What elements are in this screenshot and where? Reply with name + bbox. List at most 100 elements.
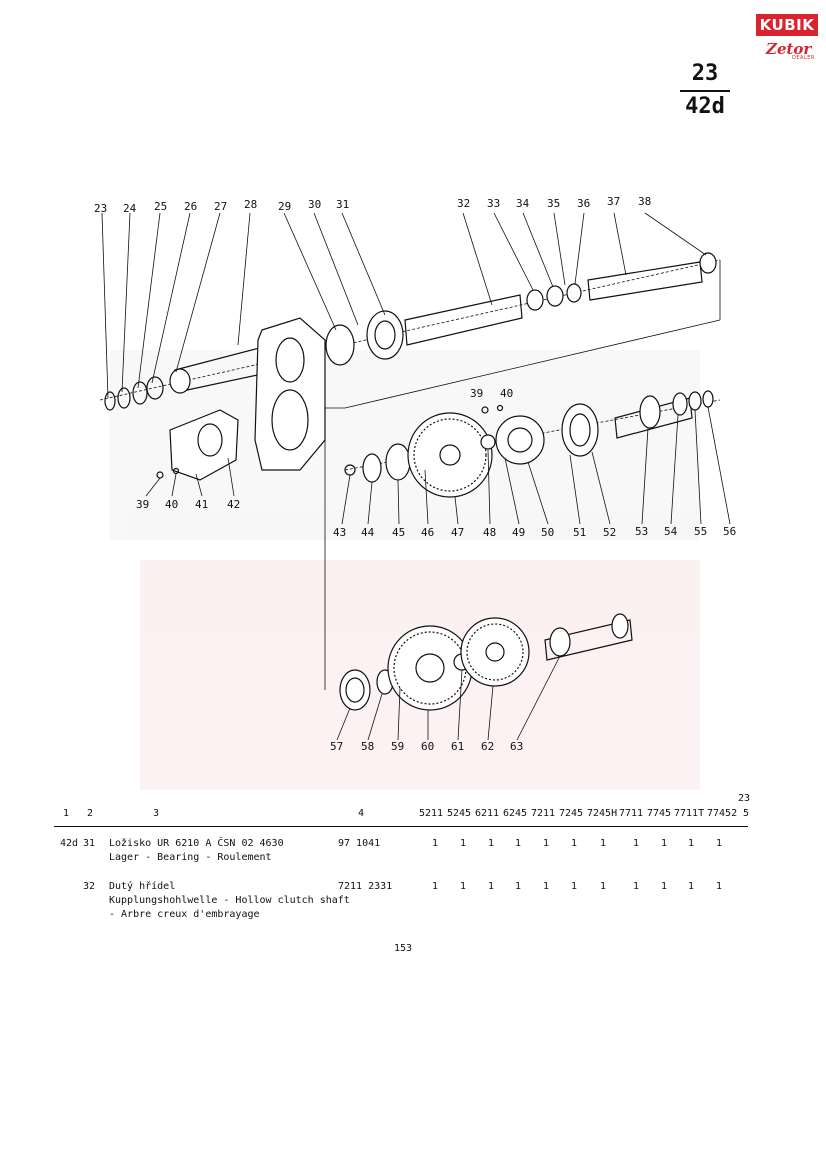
row-position: 32 <box>83 881 96 892</box>
callout-25: 25 <box>154 200 167 213</box>
callout-26: 26 <box>184 200 197 213</box>
callout-40-right: 40 <box>500 387 513 400</box>
qty-5211: 1 <box>432 838 439 849</box>
qty-6211: 1 <box>488 881 495 892</box>
callout-55: 55 <box>694 525 707 538</box>
page-number: 153 <box>394 943 413 954</box>
qty-7211: 1 <box>543 881 550 892</box>
model-7245H: 7245H <box>587 808 618 819</box>
row-desc-line-3: - Arbre creux d'embrayage <box>109 909 260 920</box>
col-header-4: 4 <box>358 808 365 819</box>
group-divider <box>680 90 730 92</box>
kubik-zetor-logo: KUBIK Zetor DEALER <box>756 14 818 64</box>
callout-33: 33 <box>487 197 500 210</box>
row-desc-line-2: Kupplungshohlwelle - Hollow clutch shaft <box>109 895 350 906</box>
model-6245: 6245 <box>503 808 528 819</box>
callout-47: 47 <box>451 526 464 539</box>
qty-6245: 1 <box>515 881 522 892</box>
row-part-number: 97 1041 <box>338 838 381 849</box>
callout-46: 46 <box>421 526 434 539</box>
callout-52: 52 <box>603 526 616 539</box>
callout-23: 23 <box>94 202 107 215</box>
leader-lines <box>101 212 731 741</box>
lower-gear-assembly <box>324 260 721 711</box>
logo-kubik-text: KUBIK <box>756 14 818 36</box>
left-cover-plate <box>156 409 239 481</box>
callout-39-right: 39 <box>470 387 483 400</box>
col-header-3: 3 <box>153 808 160 819</box>
model-5245: 5245 <box>447 808 472 819</box>
qty-5211: 1 <box>432 881 439 892</box>
middle-gear-assembly <box>344 390 721 498</box>
callout-39-left: 39 <box>136 498 149 511</box>
callout-49: 49 <box>512 526 525 539</box>
col-header-5: 5 <box>743 808 750 819</box>
callout-40-left: 40 <box>165 498 178 511</box>
model-7245: 7245 <box>559 808 584 819</box>
qty-7711: 1 <box>633 881 640 892</box>
row-position: 31 <box>83 838 96 849</box>
callout-42: 42 <box>227 498 240 511</box>
exploded-parts-diagram: 23 24 25 26 27 28 29 30 31 32 33 34 35 3… <box>94 195 736 790</box>
callout-36: 36 <box>577 197 590 210</box>
callout-28: 28 <box>244 198 257 211</box>
qty-7245H: 1 <box>600 838 607 849</box>
row-desc-line-1: Dutý hřídel <box>109 881 176 892</box>
callout-44: 44 <box>361 526 375 539</box>
callout-59: 59 <box>391 740 404 753</box>
table-row: 32 Dutý hřídel Kupplungshohlwelle - Holl… <box>0 881 826 925</box>
callout-54: 54 <box>664 525 678 538</box>
qty-6245: 1 <box>515 838 522 849</box>
zetor-watermark <box>110 350 700 790</box>
qty-7245H: 1 <box>600 881 607 892</box>
col-header-2: 2 <box>87 808 94 819</box>
callout-60: 60 <box>421 740 434 753</box>
callout-38: 38 <box>638 195 651 208</box>
qty-77452: 1 <box>716 838 723 849</box>
callout-51: 51 <box>573 526 586 539</box>
callout-63: 63 <box>510 740 523 753</box>
callout-31: 31 <box>336 198 349 211</box>
model-6211: 6211 <box>475 808 500 819</box>
callout-35: 35 <box>547 197 560 210</box>
callout-53: 53 <box>635 525 648 538</box>
qty-5245: 1 <box>460 838 467 849</box>
callout-50: 50 <box>541 526 554 539</box>
model-77452: 77452 <box>707 808 738 819</box>
callout-56: 56 <box>723 525 736 538</box>
header-rule <box>54 826 748 827</box>
logo-dealer-text: DEALER <box>792 55 815 61</box>
callout-30: 30 <box>308 198 321 211</box>
callout-24: 24 <box>123 202 137 215</box>
row-desc-line-1: Ložisko UR 6210 A ČSN 02 4630 <box>109 838 284 849</box>
callout-34: 34 <box>516 197 530 210</box>
qty-5245: 1 <box>460 881 467 892</box>
qty-6211: 1 <box>488 838 495 849</box>
qty-7245: 1 <box>571 838 578 849</box>
page-group-number: 23 42d <box>680 60 730 120</box>
callout-58: 58 <box>361 740 374 753</box>
qty-7745: 1 <box>661 881 668 892</box>
table-row: 42d 31 Ložisko UR 6210 A ČSN 02 4630 Lag… <box>0 838 826 870</box>
qty-7745: 1 <box>661 838 668 849</box>
qty-7711: 1 <box>633 838 640 849</box>
model-7211: 7211 <box>531 808 556 819</box>
row-desc-line-2: Lager - Bearing - Roulement <box>109 852 272 863</box>
upper-shaft-assembly <box>99 252 721 471</box>
row-part-number: 7211 2331 <box>338 881 393 892</box>
model-5211: 5211 <box>419 808 444 819</box>
callout-57: 57 <box>330 740 343 753</box>
qty-7211: 1 <box>543 838 550 849</box>
callout-numbers: 23 24 25 26 27 28 29 30 31 32 33 34 35 3… <box>94 195 736 753</box>
callout-61: 61 <box>451 740 464 753</box>
group-number: 23 <box>691 61 719 86</box>
callout-37: 37 <box>607 195 620 208</box>
qty-7711T: 1 <box>688 881 695 892</box>
model-7745: 7745 <box>647 808 672 819</box>
subgroup-number: 42d <box>685 94 725 119</box>
callout-48: 48 <box>483 526 496 539</box>
callout-43: 43 <box>333 526 346 539</box>
model-7711T: 7711T <box>674 808 705 819</box>
col-header-1: 1 <box>63 808 70 819</box>
callout-62: 62 <box>481 740 494 753</box>
